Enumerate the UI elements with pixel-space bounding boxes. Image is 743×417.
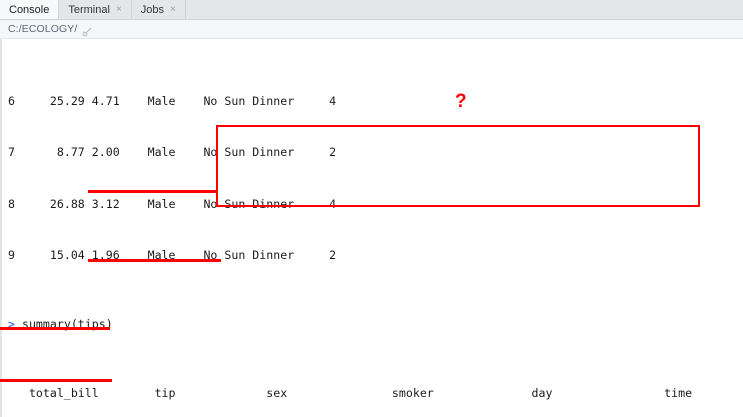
underline-annotation-tip-median (88, 190, 218, 193)
tab-console[interactable]: Console (0, 0, 60, 19)
underline-annotation-size-max (0, 379, 112, 382)
pane-tab-bar: Console Terminal × Jobs × (0, 0, 743, 20)
working-directory-bar: C:/ECOLOGY/ (0, 20, 743, 39)
tab-jobs-label: Jobs (140, 3, 165, 16)
console-text: 6 25.29 4.71 Male No Sun Dinner 4 7 8.77… (2, 39, 743, 417)
underline-annotation-tip-max (88, 259, 221, 262)
underline-annotation-size-median (0, 327, 110, 330)
console-output-area[interactable]: 6 25.29 4.71 Male No Sun Dinner 4 7 8.77… (0, 39, 743, 417)
data-row: 7 8.77 2.00 Male No Sun Dinner 2 (8, 145, 337, 160)
close-icon[interactable]: × (170, 4, 176, 15)
data-row: 8 26.88 3.12 Male No Sun Dinner 4 (8, 196, 337, 211)
data-row: 9 15.04 1.96 Male No Sun Dinner 2 (8, 248, 337, 263)
tab-console-label: Console (9, 3, 50, 16)
close-icon[interactable]: × (115, 4, 122, 15)
console-command-line: > summary(tips) (8, 316, 743, 333)
tab-terminal-label: Terminal (68, 3, 110, 16)
data-row: 6 25.29 4.71 Male No Sun Dinner 4 (8, 93, 337, 108)
tab-terminal[interactable]: Terminal × (59, 0, 132, 19)
broom-icon[interactable] (81, 23, 93, 37)
prompt-symbol: > (8, 317, 15, 332)
tab-jobs[interactable]: Jobs × (131, 0, 186, 19)
working-directory-path[interactable]: C:/ECOLOGY/ (8, 23, 78, 35)
question-mark-annotation: ? (455, 91, 467, 112)
summary-header-row: total_bill tip sex smoker day time (8, 385, 743, 400)
